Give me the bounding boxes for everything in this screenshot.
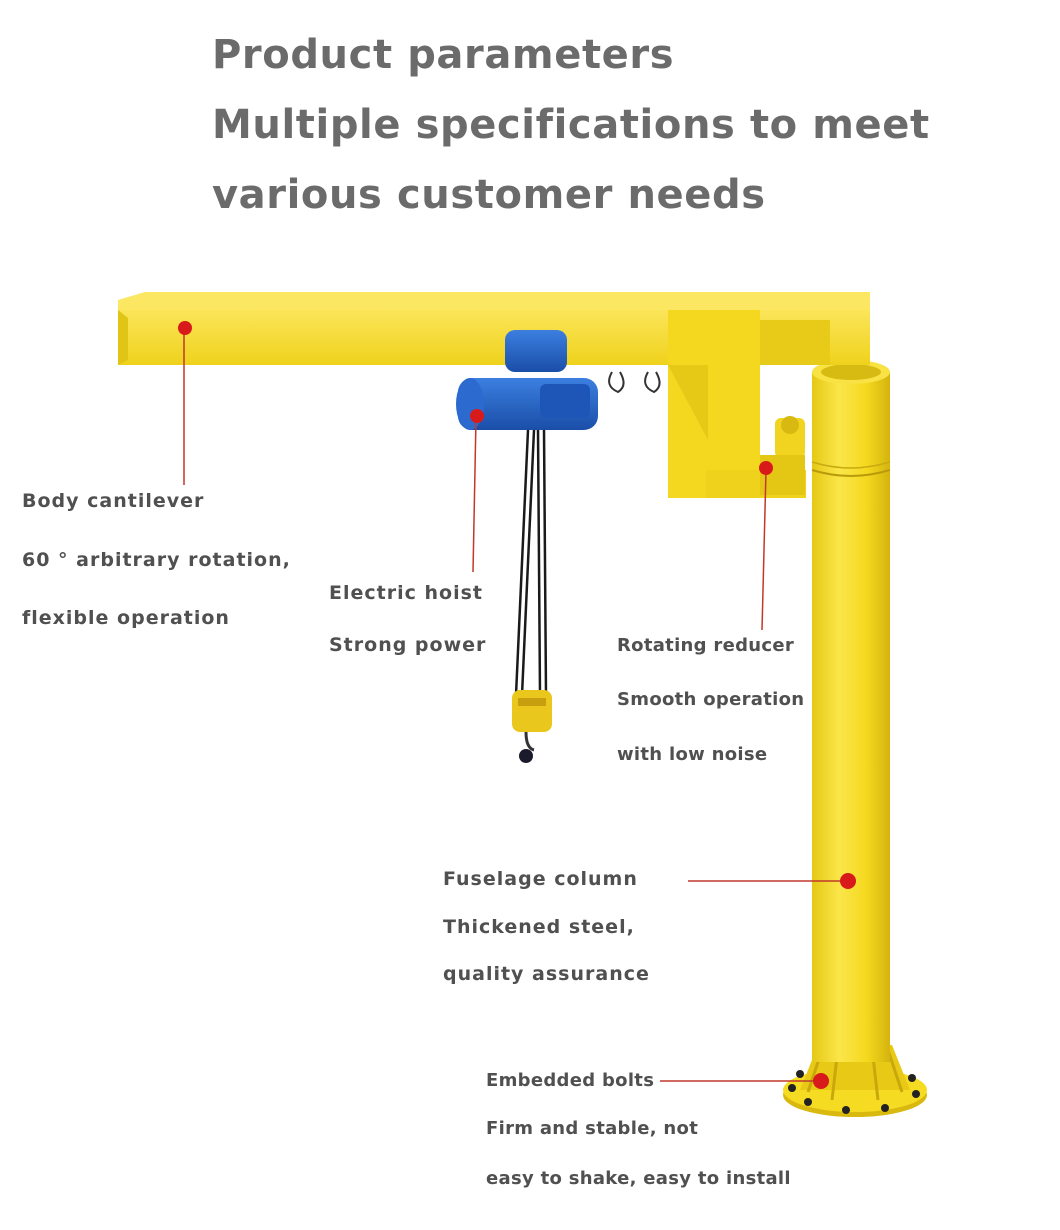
reducer-desc-2: with low noise: [617, 744, 768, 765]
callout-leaders: [178, 321, 856, 1089]
cantilever-label: Body cantilever: [22, 490, 205, 512]
bolts-label: Embedded bolts: [486, 1070, 655, 1091]
column-label: Fuselage column: [443, 868, 638, 890]
cantilever-beam: [118, 292, 870, 498]
title-line-1: Product parameters: [212, 32, 675, 78]
electric-hoist: [456, 330, 598, 763]
cantilever-desc-1: 60 ° arbitrary rotation,: [22, 549, 291, 571]
bolts-desc-2: easy to shake, easy to install: [486, 1168, 791, 1189]
rotating-reducer: [760, 416, 805, 495]
cantilever-desc-2: flexible operation: [22, 607, 230, 629]
title-line-3: various customer needs: [212, 172, 766, 218]
fuselage-column: [811, 360, 891, 1062]
column-desc-1: Thickened steel,: [443, 916, 635, 938]
reducer-desc-1: Smooth operation: [617, 689, 805, 710]
bolts-desc-1: Firm and stable, not: [486, 1118, 699, 1139]
hoist-desc: Strong power: [329, 634, 487, 656]
column-desc-2: quality assurance: [443, 963, 650, 985]
title-line-2: Multiple specifications to meet: [212, 102, 930, 148]
hoist-label: Electric hoist: [329, 582, 483, 604]
reducer-label: Rotating reducer: [617, 635, 795, 656]
